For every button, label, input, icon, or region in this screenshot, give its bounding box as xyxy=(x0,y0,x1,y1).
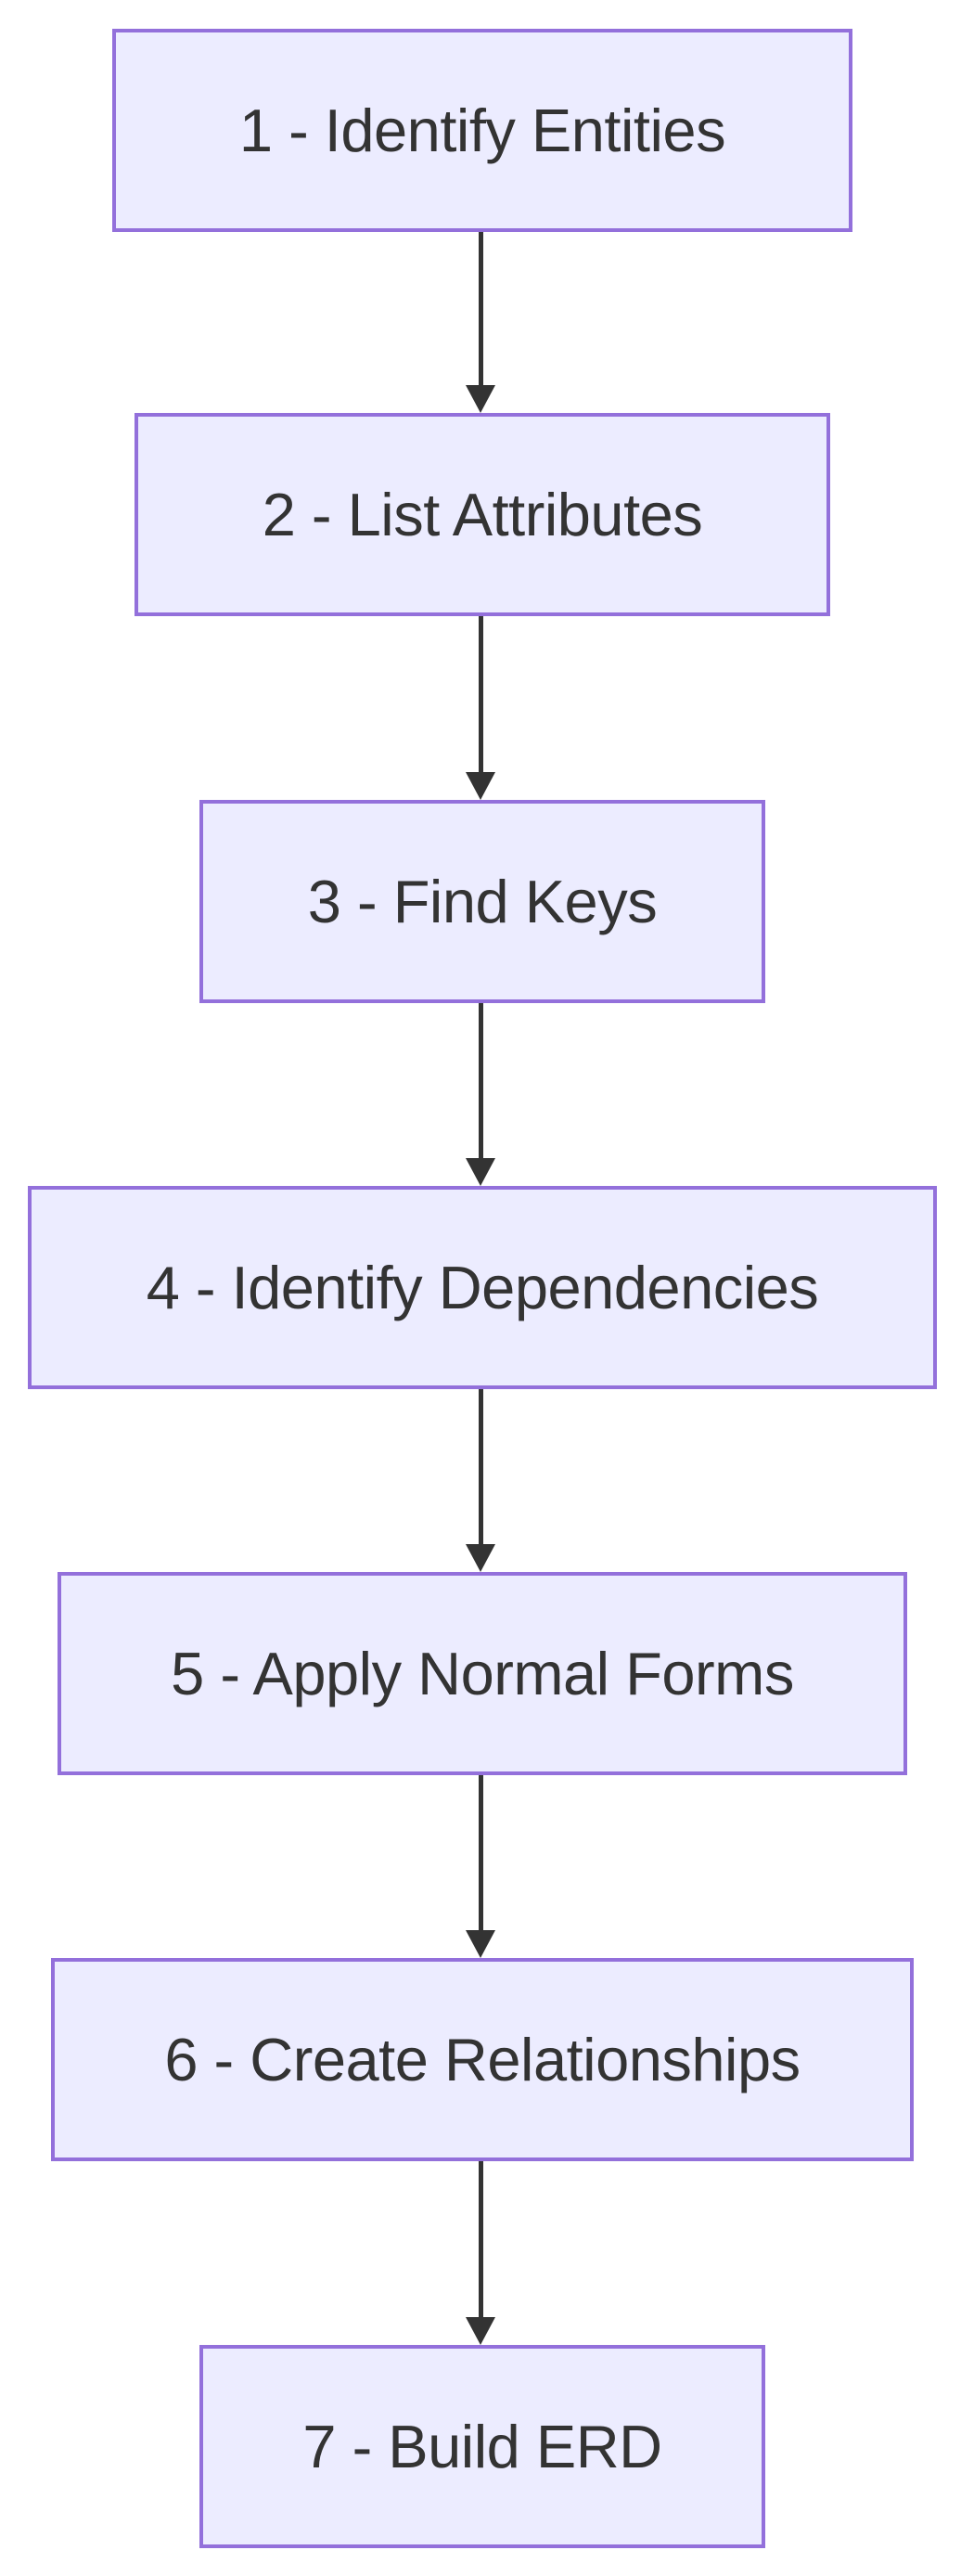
flow-node-1-label: 1 - Identify Entities xyxy=(238,97,726,164)
arrowhead-down-icon xyxy=(466,1930,495,1958)
flow-node-4: 4 - Identify Dependencies xyxy=(28,1186,937,1389)
flow-node-2: 2 - List Attributes xyxy=(135,413,830,616)
arrowhead-down-icon xyxy=(466,1544,495,1572)
edge-line xyxy=(479,1775,483,1932)
flow-node-5: 5 - Apply Normal Forms xyxy=(58,1572,907,1775)
edge-line xyxy=(479,1003,483,1160)
edge-line xyxy=(479,1389,483,1546)
flow-node-6: 6 - Create Relationships xyxy=(51,1958,914,2161)
flow-node-2-label: 2 - List Attributes xyxy=(262,481,703,548)
arrowhead-down-icon xyxy=(466,2317,495,2345)
flow-node-7: 7 - Build ERD xyxy=(199,2345,765,2548)
edge-line xyxy=(479,616,483,774)
edge-line xyxy=(479,2161,483,2319)
flow-node-7-label: 7 - Build ERD xyxy=(302,2413,662,2480)
edge-line xyxy=(479,232,483,387)
arrowhead-down-icon xyxy=(466,772,495,800)
flow-node-3: 3 - Find Keys xyxy=(199,800,765,1003)
arrowhead-down-icon xyxy=(466,385,495,413)
flow-node-5-label: 5 - Apply Normal Forms xyxy=(171,1640,794,1707)
flow-node-1: 1 - Identify Entities xyxy=(112,29,852,232)
flow-node-4-label: 4 - Identify Dependencies xyxy=(146,1254,819,1321)
arrowhead-down-icon xyxy=(466,1158,495,1186)
flow-node-6-label: 6 - Create Relationships xyxy=(164,2026,801,2093)
flow-node-3-label: 3 - Find Keys xyxy=(307,868,658,935)
